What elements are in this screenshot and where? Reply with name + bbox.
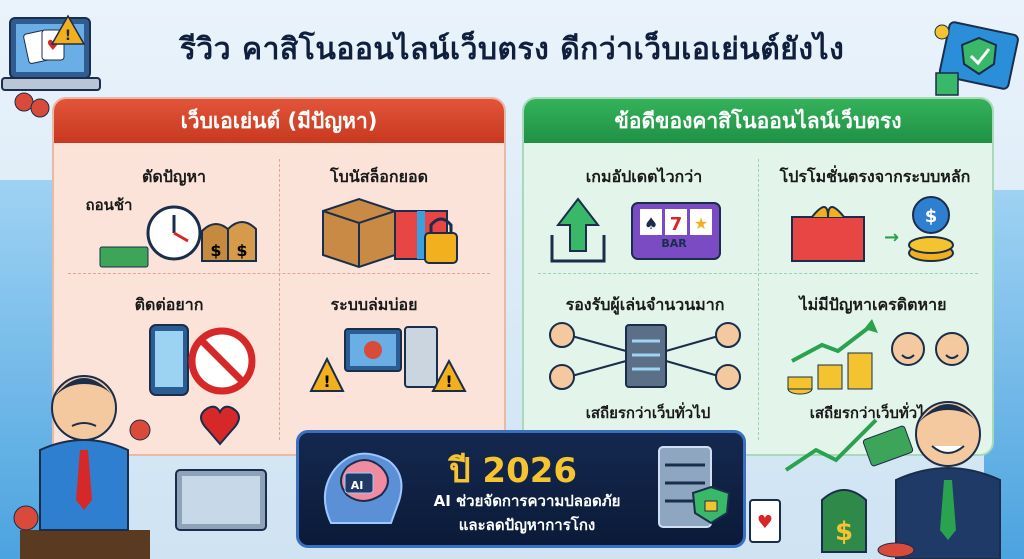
phone-blocked-icon <box>149 324 256 396</box>
growth-coins-icon <box>787 319 969 395</box>
item-label-hard-contact: ติดต่อยาก <box>134 295 204 314</box>
direct-web-advantages-panel: ข้อดีของคาสิโนออนไลน์เว็บตรง เกมอัปเดตไว… <box>522 97 994 456</box>
item-label-many-players: รองรับผู้เล่นจำนวนมาก <box>565 295 725 314</box>
server-shield-icon <box>658 446 731 528</box>
upload-slot-icon: ♠ 7 ★ <box>550 197 721 263</box>
box-gift-lock-icon <box>322 197 458 269</box>
svg-text:7: 7 <box>670 214 683 235</box>
svg-text:!: ! <box>445 372 452 391</box>
svg-text:♥: ♥ <box>757 512 773 533</box>
gift-coins-icon: → $ <box>791 196 954 262</box>
item-label-no-credit-loss: ไม่มีปัญหาเครดิตหาย <box>799 295 947 314</box>
year-heading: ปี 2026 <box>449 451 578 491</box>
svg-text:$: $ <box>925 206 938 227</box>
svg-text:$: $ <box>835 517 853 547</box>
agent-panel-header: เว็บเอเย่นต์ (มีปัญหา) <box>54 99 504 143</box>
worried-person-illustration <box>13 375 267 559</box>
server-network-icon <box>549 322 741 390</box>
ai-brain-icon <box>324 452 403 524</box>
direct-panel-header: ข้อดีของคาสิโนออนไลน์เว็บตรง <box>524 99 992 143</box>
item-label-system-down: ระบบล่มบ่อย <box>330 295 418 314</box>
svg-text:→: → <box>884 227 899 248</box>
happy-person-illustration: $ ♥ <box>749 401 1001 559</box>
item-label-direct-promo: โปรโมชั่นตรงจากระบบหลัก <box>779 167 971 186</box>
page-title: รีวิว คาสิโนออนไลน์เว็บตรง ดีกว่าเว็บเอเ… <box>179 32 845 67</box>
svg-text:$: $ <box>210 241 221 260</box>
item-label-fast-update: เกมอัปเดตไวกว่า <box>585 167 703 186</box>
agent-problems-panel: เว็บเอเย่นต์ (มีปัญหา) ตัดปัญหา ถอนช้า $… <box>52 97 506 456</box>
clock-money-icon: $ $ <box>99 205 257 268</box>
laptop-shield-icon <box>934 21 1019 96</box>
laptop-cards-icon: ♥ ! <box>1 14 101 118</box>
svg-text:!: ! <box>323 372 330 391</box>
item-label-bonus-lock: โบนัสล็อกยอด <box>330 167 428 186</box>
item-sub-stable-2: เสถียรกว่าเว็บทั่วไป <box>809 404 935 422</box>
ai-security-line: AI ช่วยจัดการความปลอดภัย <box>433 492 621 510</box>
ai-chip-label: AI <box>350 479 364 492</box>
item-label-problem: ตัดปัญหา <box>141 167 207 186</box>
svg-text:$: $ <box>236 241 247 260</box>
svg-text:♠: ♠ <box>644 214 658 233</box>
server-warning-icon: ! ! <box>309 326 467 392</box>
ai-2026-banner: AI ปี 2026 AI ช่วยจัดการความปลอดภัย และล… <box>296 430 746 548</box>
svg-text:!: ! <box>65 28 71 44</box>
item-sub-slow-withdraw: ถอนช้า <box>85 196 133 214</box>
ai-fraud-line: และลดปัญหาการโกง <box>458 516 596 534</box>
slot-bar-badge: BAR <box>661 237 687 250</box>
item-sub-stable-1: เสถียรกว่าเว็บทั่วไป <box>585 404 711 422</box>
svg-text:★: ★ <box>694 214 708 233</box>
